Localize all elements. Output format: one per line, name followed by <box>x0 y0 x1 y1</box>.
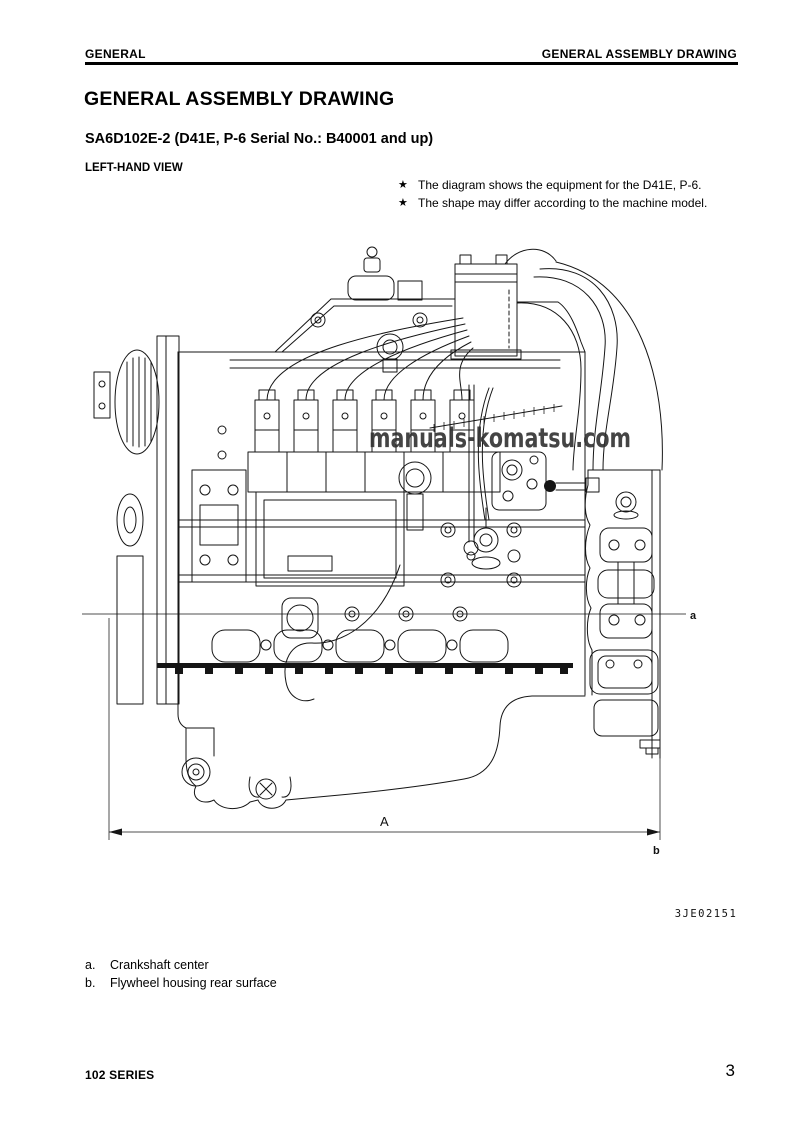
legend-key: a. <box>85 958 96 972</box>
cylinder-head-covers <box>178 247 585 368</box>
legend-text: Flywheel housing rear surface <box>110 976 277 990</box>
figure-legend: a. Crankshaft center b. Flywheel housing… <box>85 957 277 993</box>
fuel-injection-lines <box>267 318 473 400</box>
dimension-a-label: A <box>380 814 389 829</box>
star-bullet-icon: ★ <box>398 179 408 191</box>
legend-text: Crankshaft center <box>110 958 209 972</box>
delivery-valve <box>333 390 357 452</box>
page-title: GENERAL ASSEMBLY DRAWING <box>84 88 395 110</box>
marker-b-label: b <box>653 845 660 857</box>
footer-series-label: 102 SERIES <box>85 1068 155 1082</box>
header-section-label: GENERAL <box>85 47 146 61</box>
skirt-arches <box>212 630 508 662</box>
coolant-hoses <box>505 249 662 470</box>
delivery-valve <box>294 390 318 452</box>
marker-a-label: a <box>690 610 697 622</box>
note-item: ★ The diagram shows the equipment for th… <box>398 178 743 193</box>
note-item: ★ The shape may differ according to the … <box>398 196 743 211</box>
header-rule <box>85 62 738 65</box>
header-chapter-label: GENERAL ASSEMBLY DRAWING <box>541 47 737 61</box>
star-bullet-icon: ★ <box>398 197 408 209</box>
note-text: The diagram shows the equipment for the … <box>418 178 702 192</box>
legend-item: a. Crankshaft center <box>85 957 277 973</box>
cylinder-block <box>157 352 585 695</box>
view-label: LEFT-HAND VIEW <box>85 162 183 174</box>
watermark: manuals-komatsu.com <box>369 423 631 454</box>
dimension-a: A b <box>109 618 660 857</box>
injection-pump-body <box>256 385 478 701</box>
crankshaft-centerline: a <box>82 610 697 622</box>
air-intake-canister <box>451 255 521 359</box>
delivery-valve <box>411 390 435 452</box>
note-list: ★ The diagram shows the equipment for th… <box>398 178 743 214</box>
delivery-valve <box>255 390 279 452</box>
note-text: The shape may differ according to the ma… <box>418 196 708 210</box>
crank-pulley <box>94 336 179 704</box>
legend-item: b. Flywheel housing rear surface <box>85 975 277 991</box>
model-subtitle: SA6D102E-2 (D41E, P-6 Serial No.: B40001… <box>85 131 434 147</box>
legend-key: b. <box>85 976 96 990</box>
oil-pan <box>178 672 585 809</box>
delivery-valve <box>372 390 396 452</box>
figure-code: 3JE02151 <box>675 908 738 920</box>
page-number: 3 <box>725 1061 735 1080</box>
block-face-details <box>192 388 599 587</box>
